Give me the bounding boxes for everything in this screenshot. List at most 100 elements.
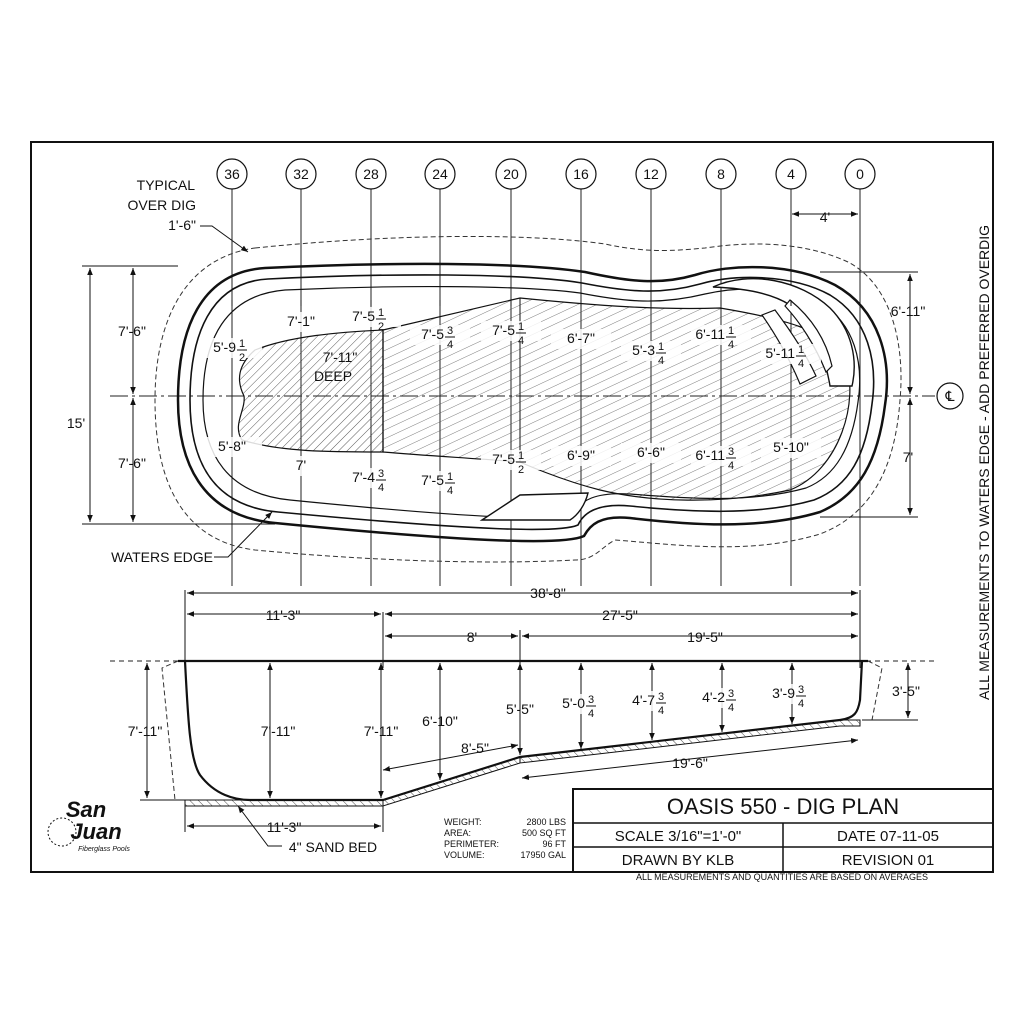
over-dig-label: OVER DIG bbox=[128, 197, 196, 213]
dim-break: 5'-5" bbox=[506, 701, 534, 717]
width-top-label-den: 4 bbox=[728, 339, 734, 351]
bench-seat bbox=[712, 277, 855, 387]
station-bubble bbox=[495, 158, 527, 190]
perimeter-value: 96 FT bbox=[542, 839, 566, 849]
width-top-label-den: 2 bbox=[378, 321, 384, 333]
dim-bottom-flat: 11'-3" bbox=[267, 819, 302, 835]
width-bottom-label-text: 6'-6" bbox=[637, 444, 665, 460]
width-top-label-whole: 7'-5 bbox=[492, 322, 515, 338]
perimeter-label: PERIMETER: bbox=[444, 839, 499, 849]
dim-slope-length: 8'-5" bbox=[461, 740, 489, 756]
width-top-label-text: 7'-1" bbox=[287, 313, 315, 329]
station-number: 32 bbox=[293, 166, 309, 182]
dim-overall-length: 38'-8" bbox=[530, 585, 566, 601]
dim-right-top: 6'-11" bbox=[891, 303, 926, 319]
width-top-label-num: 1 bbox=[728, 325, 734, 337]
overdig-outline bbox=[154, 235, 902, 563]
sand-bed-leader bbox=[237, 805, 282, 847]
station-bubble bbox=[285, 158, 317, 190]
sheet-border bbox=[30, 141, 994, 873]
dim-offset-top: 4' bbox=[820, 209, 830, 225]
section-depth-label-num: 3 bbox=[658, 691, 664, 703]
width-top-label-whole: 7'-5 bbox=[352, 308, 375, 324]
centerline-marker: ℄ bbox=[936, 382, 964, 410]
width-bottom-label-whole: 7'-5 bbox=[492, 451, 515, 467]
station-bubble bbox=[775, 158, 807, 190]
overdig-section-left bbox=[161, 660, 179, 801]
deep-depth-label: 7'-11" bbox=[323, 349, 358, 365]
width-bottom-label-num: 3 bbox=[728, 446, 734, 458]
width-bottom-label-text: 7' bbox=[296, 457, 306, 473]
station-number: 28 bbox=[363, 166, 379, 182]
waters-edge-outline bbox=[189, 274, 875, 531]
width-top-label-whole: 5'-9 bbox=[213, 339, 236, 355]
width-bottom-label-whole: 7'-5 bbox=[421, 472, 444, 488]
pool-shell-outer bbox=[176, 262, 889, 543]
waters-edge-leader bbox=[214, 511, 273, 558]
section-depth-label-num: 3 bbox=[588, 694, 594, 706]
sand-bed-label: 4" SAND BED bbox=[289, 839, 377, 855]
section-depth-label-den: 4 bbox=[658, 705, 664, 717]
width-bottom-label-num: 1 bbox=[447, 471, 453, 483]
station-bubble bbox=[355, 158, 387, 190]
station-number: 8 bbox=[717, 166, 725, 182]
width-bottom-label-text: 6'-9" bbox=[567, 447, 595, 463]
dim-deep-b: 7'-11" bbox=[364, 723, 399, 739]
dim-depth-24: 6'-10" bbox=[422, 713, 458, 729]
centerline-symbol: ℄ bbox=[945, 388, 955, 404]
station-bubble bbox=[565, 158, 597, 190]
width-top-label-den: 4 bbox=[447, 339, 453, 351]
width-bottom-label-text: 5'-8" bbox=[218, 438, 246, 454]
station-number: 16 bbox=[573, 166, 589, 182]
width-top-label-num: 1 bbox=[518, 321, 524, 333]
logo-tagline: Fiberglass Pools bbox=[78, 846, 130, 853]
width-bottom-label-den: 4 bbox=[447, 485, 453, 497]
dim-shallow-end: 3'-5" bbox=[892, 683, 920, 699]
dim-slope-run: 19'-5" bbox=[687, 629, 723, 645]
width-bottom-label-den: 4 bbox=[728, 460, 734, 472]
width-bottom-label-num: 1 bbox=[518, 450, 524, 462]
width-bottom-label: 5'-8" bbox=[202, 437, 262, 457]
logo-line2: Juan bbox=[70, 819, 121, 844]
width-top-label-whole: 7'-5 bbox=[421, 326, 444, 342]
station-number: 36 bbox=[224, 166, 240, 182]
footer-note: ALL MEASUREMENTS AND QUANTITIES ARE BASE… bbox=[636, 872, 928, 882]
section-depth-label-whole: 5'-0 bbox=[562, 695, 585, 711]
san-juan-logo: San Juan Fiberglass Pools bbox=[47, 797, 130, 853]
dim-half-bottom: 7'-6" bbox=[118, 455, 146, 471]
width-top-label-num: 1 bbox=[798, 344, 804, 356]
width-top-label-num: 1 bbox=[658, 341, 664, 353]
width-top-label-den: 4 bbox=[518, 335, 524, 347]
overdig-section-right bbox=[867, 660, 883, 721]
station-number: 0 bbox=[856, 166, 864, 182]
dim-total-width: 15' bbox=[67, 415, 85, 431]
drawing-scale: SCALE 3/16"=1'-0" bbox=[615, 828, 742, 845]
area-value: 500 SQ FT bbox=[522, 828, 567, 838]
over-dig-dim: 1'-6" bbox=[168, 217, 196, 233]
section-depth-label-whole: 3'-9 bbox=[772, 685, 795, 701]
width-bottom-label: 6'-9" bbox=[551, 446, 611, 466]
station-number: 12 bbox=[643, 166, 659, 182]
width-top-label-num: 1 bbox=[378, 307, 384, 319]
section-dims-lines bbox=[184, 590, 861, 668]
dim-deep-a: 7'-11" bbox=[261, 723, 296, 739]
volume-label: VOLUME: bbox=[444, 850, 485, 860]
title-block bbox=[572, 788, 994, 873]
section-depth-label-num: 3 bbox=[728, 688, 734, 700]
logo-line1: San bbox=[66, 797, 106, 822]
station-number: 4 bbox=[787, 166, 795, 182]
weight-value: 2800 LBS bbox=[526, 817, 566, 827]
